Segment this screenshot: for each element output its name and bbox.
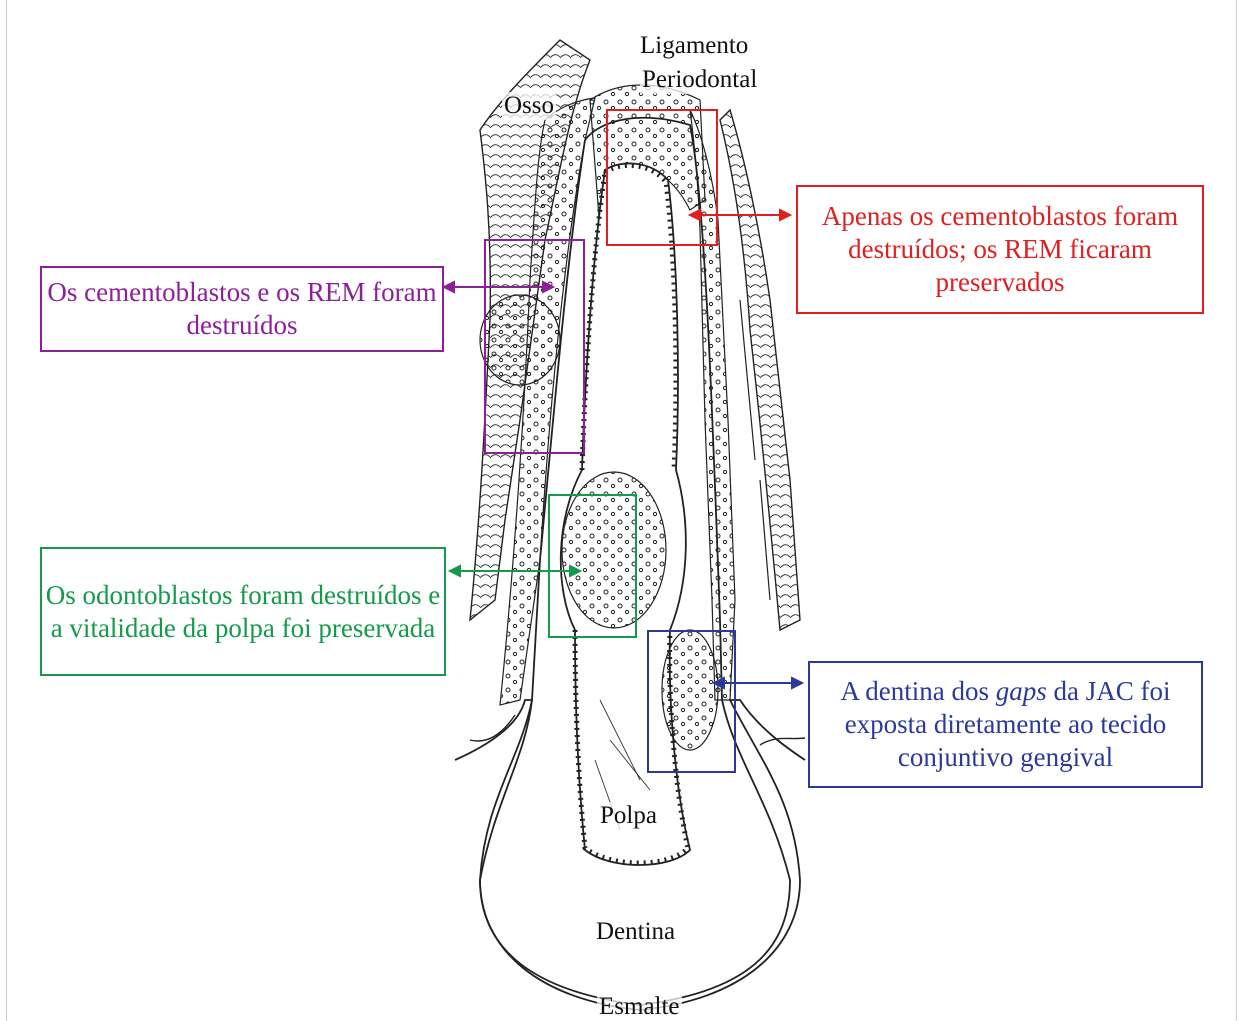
- label-polpa: Polpa: [598, 802, 659, 830]
- label-ligamento: Ligamento: [638, 32, 750, 60]
- callout-purple-text: Os cementoblastos e os REM foram destruí…: [42, 276, 442, 342]
- callout-blue-text-italic: gaps: [996, 676, 1047, 706]
- callout-red-text: Apenas os cementoblastos foram destruído…: [798, 200, 1202, 299]
- callout-green-text: Os odontoblastos foram destruídos e a vi…: [42, 579, 444, 645]
- bone-marrow-cluster: [480, 295, 560, 385]
- callout-blue-text: A dentina dos gaps da JAC foi exposta di…: [810, 675, 1201, 774]
- callout-green: Os odontoblastos foram destruídos e a vi…: [40, 547, 446, 676]
- callout-blue: A dentina dos gaps da JAC foi exposta di…: [808, 661, 1203, 788]
- callout-red: Apenas os cementoblastos foram destruído…: [796, 185, 1204, 314]
- label-periodontal: Periodontal: [640, 66, 759, 94]
- callout-blue-text-before: A dentina dos: [840, 676, 995, 706]
- label-esmalte: Esmalte: [597, 993, 682, 1021]
- label-osso: Osso: [502, 92, 556, 120]
- label-dentina: Dentina: [594, 918, 677, 946]
- callout-purple: Os cementoblastos e os REM foram destruí…: [40, 266, 444, 352]
- gingival-cell-cluster: [662, 630, 718, 750]
